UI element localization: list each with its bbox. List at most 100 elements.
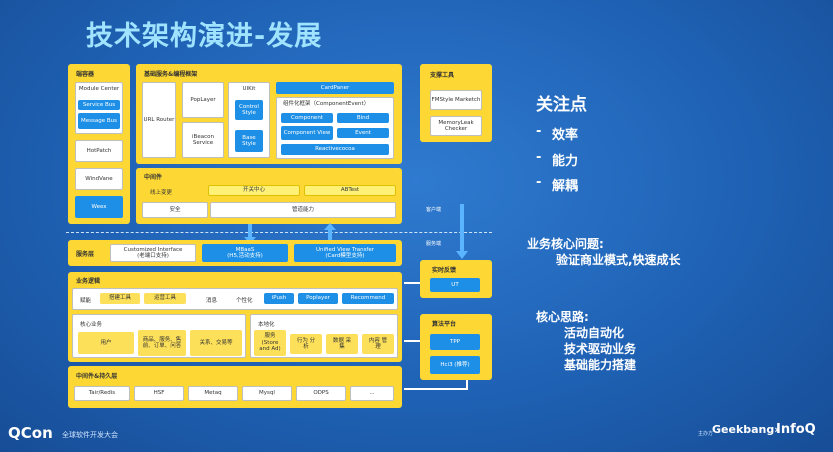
component-view: Component View: [281, 126, 333, 140]
poplayer-biz: Poplayer: [298, 293, 338, 304]
url-router: URL Router: [142, 82, 176, 158]
connector-bottom: [404, 388, 468, 390]
host-label: 主办方: [698, 431, 714, 437]
message-bus: Message Bus: [78, 113, 120, 129]
focus-bullet-2: 能力: [552, 154, 579, 169]
client-server-divider: [66, 232, 492, 233]
fmstyle-marketch: FMStyle Marketch: [430, 90, 482, 110]
connector-algo: [404, 340, 420, 342]
focus-bullet-dash-1: -: [536, 124, 542, 139]
focus-bullet-1: 效率: [552, 128, 579, 143]
focus-bullet-3: 解耦: [552, 179, 579, 194]
message-label: 消息: [206, 298, 218, 304]
relation-trade: 关系、交易等: [190, 330, 242, 356]
personalization-label: 个性化: [236, 298, 253, 304]
container-panel: 端容器 Module Center Service Bus Message Bu…: [68, 64, 130, 224]
focus-bullet-dash-2: -: [536, 150, 542, 165]
reactivecocoa: Reactivecocoa: [281, 144, 389, 155]
basic-services-label: 基础服务&编程框架: [144, 71, 198, 78]
mysql: Mysql: [242, 386, 292, 401]
geekbang-logo: Geekbang›: [712, 423, 779, 436]
arrow-up-shaft: [328, 230, 332, 242]
poplayer-box: PopLayer: [182, 82, 224, 118]
connector-bottom-vertical: [466, 378, 468, 390]
goods-services: 商品、服务、售前、订单、问答: [138, 330, 186, 356]
hsf: HSF: [134, 386, 184, 401]
component: Component: [281, 113, 333, 123]
infoq-logo: InfoQ: [776, 422, 816, 437]
engine-tool: 搭建工具: [100, 293, 140, 304]
core-business-label: 核心业务: [80, 322, 103, 328]
core-idea-heading: 核心思路:: [536, 310, 589, 324]
debug-capability: 管道能力: [210, 202, 396, 218]
ipush: iPush: [264, 293, 294, 304]
cardpaner: CardPaner: [276, 82, 394, 94]
core-idea-line-1: 活动自动化: [564, 326, 625, 340]
empower-label: 赋能: [80, 298, 92, 304]
local-data: 数据 采集: [326, 334, 358, 354]
right-arrow-shaft: [460, 204, 464, 252]
security: 安全: [142, 202, 208, 218]
switch-center: 开关中心: [208, 185, 300, 196]
focus-bullet-dash-3: -: [536, 175, 542, 190]
ops-tool: 运营工具: [144, 293, 186, 304]
business-logic-panel: 业务逻辑 赋能 搭建工具 运营工具 消息 个性化 iPush Poplayer …: [68, 272, 402, 362]
arrow-down-shaft: [248, 224, 252, 238]
container-label: 端容器: [76, 71, 95, 78]
mbaas: MBaaS (H5,活动支持): [202, 244, 288, 262]
qcon-subtitle: 全球软件开发大会: [62, 431, 118, 439]
arrow-up-head: [324, 223, 336, 230]
middleware-label: 中间件: [144, 174, 163, 181]
unified-view-transfer: Unified View Transfer (Card模型支持): [294, 244, 396, 262]
online-change: 线上变更: [150, 190, 173, 196]
localization-label: 本地化: [258, 322, 275, 328]
control-style: Control Style: [235, 100, 263, 120]
support-tools-label: 支撑工具: [430, 72, 455, 79]
ellipsis-item: ...: [350, 386, 394, 401]
abtest: ABTest: [304, 185, 396, 196]
persistence-panel: 中间件&持久层 Tair/Redis HSF Metaq Mysql ODPS …: [68, 366, 402, 408]
recommend: Recommend: [342, 293, 394, 304]
qcon-logo: QCon: [8, 424, 53, 442]
hotpatch: HotPatch: [75, 140, 123, 162]
core-problem-text: 验证商业模式,快速成长: [556, 253, 681, 267]
business-logic-label: 业务逻辑: [76, 278, 101, 285]
slide-title: 技术架构演进-发展: [86, 21, 323, 52]
client-tag: 客户端: [426, 207, 442, 213]
hci3: Hci3 (推荐): [430, 356, 480, 374]
service-bus: Service Bus: [78, 100, 120, 110]
uikit-label: UIKit: [242, 86, 256, 92]
customized-interface: Customized Interface (老端口支持): [110, 244, 196, 262]
event: Event: [337, 128, 389, 138]
tair-redis: Tair/Redis: [74, 386, 130, 401]
component-framework-label: 组件化框架（ComponentEvent）: [283, 101, 370, 107]
user: 用户: [78, 332, 134, 354]
service-layer-panel: 服务层 Customized Interface (老端口支持) MBaaS (…: [68, 240, 402, 266]
memoryleak-checker: MemoryLeak Checker: [430, 116, 482, 136]
algorithm-panel: 算法平台 TPP Hci3 (推荐): [420, 314, 492, 380]
tpp: TPP: [430, 334, 480, 350]
local-store-ad: 服务 (Store and Ad): [254, 330, 286, 356]
right-arrow-head: [456, 251, 468, 259]
service-layer-label: 服务层: [76, 251, 95, 258]
connector-realtime: [404, 282, 420, 284]
core-idea-line-3: 基础能力搭建: [564, 358, 637, 372]
algorithm-label: 算法平台: [432, 321, 457, 328]
realtime-label: 实时反馈: [432, 267, 457, 274]
windvane: WindVane: [75, 168, 123, 190]
module-center: Module Center: [78, 86, 120, 92]
realtime-panel: 实时反馈 UT: [420, 260, 492, 298]
local-content: 内容 管理: [362, 334, 394, 354]
metaq: Metaq: [188, 386, 238, 401]
base-style: Base Style: [235, 130, 263, 152]
local-behavior: 行为 分析: [290, 334, 322, 354]
basic-services-panel: 基础服务&编程框架 URL Router PopLayer iBeacon Se…: [136, 64, 402, 164]
weex: Weex: [75, 196, 123, 218]
support-tools-panel: 支撑工具 FMStyle Marketch MemoryLeak Checker: [420, 64, 492, 142]
server-tag: 服务端: [426, 241, 442, 247]
focus-heading: 关注点: [536, 95, 587, 115]
odps: ODPS: [296, 386, 346, 401]
ut: UT: [430, 278, 480, 292]
ibeacon-service: iBeacon Service: [182, 122, 224, 158]
